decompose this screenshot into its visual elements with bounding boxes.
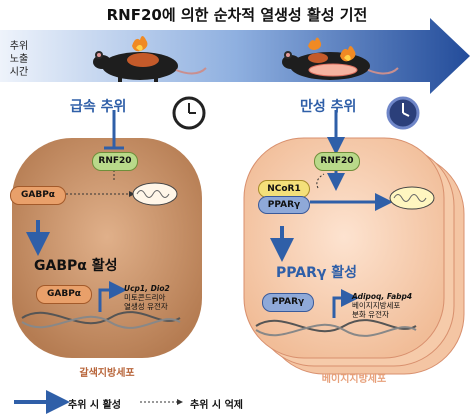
left-gene-text: Ucp1, Dio2 미토콘드리아 열생성 유전자 — [124, 284, 204, 311]
time-arrow — [0, 18, 470, 94]
time-axis-label: 추위 노출 시간 — [4, 40, 34, 79]
rnf20-node-left: RNF20 — [92, 152, 138, 171]
right-gene-names: Adipoq, Fabp4 — [352, 292, 413, 301]
brown-cell — [12, 138, 202, 358]
legend-activation: 추위 시 활성 — [68, 400, 121, 411]
time-axis-line3: 시간 — [9, 67, 29, 78]
brown-cell-label: 갈색지방세포 — [79, 368, 135, 379]
gabpa-node-top: GABPα — [10, 186, 66, 205]
time-axis-line1: 추위 — [9, 41, 29, 52]
ppar-node-bottom: PPARγ — [262, 293, 314, 312]
diagram-title: RNF20에 의한 순차적 열생성 활성 기전 — [106, 6, 368, 24]
mouse-icon-acute — [93, 36, 207, 82]
dna-icon-right — [255, 319, 417, 337]
dna-icon-left — [21, 311, 181, 329]
mouse-icon-chronic — [282, 37, 399, 80]
beige-cells — [243, 137, 465, 375]
acute-cold-label: 급속 추위 — [70, 99, 127, 115]
left-gene-desc-2: 열생성 유전자 — [124, 302, 168, 311]
right-gene-desc-1: 베이지지방세포 — [352, 301, 401, 310]
gabpa-node-bottom: GABPα — [36, 285, 92, 304]
rnf20-node-right: RNF20 — [314, 152, 360, 171]
mitochondrion-icon-right — [389, 186, 435, 210]
chronic-cold-label: 만성 추위 — [300, 99, 357, 115]
right-gene-desc-2: 분화 유전자 — [352, 310, 389, 319]
gabpa-activation-label: GABPα 활성 — [34, 258, 118, 274]
time-axis-line2: 노출 — [9, 54, 29, 65]
ppar-node-top: PPARγ — [258, 196, 310, 214]
right-gene-text: Adipoq, Fabp4 베이지지방세포 분화 유전자 — [352, 292, 444, 319]
beige-cell-label: 베이지지방세포 — [321, 374, 387, 385]
legend-suppression: 추위 시 억제 — [190, 400, 243, 411]
mitochondrion-icon-left — [132, 182, 178, 206]
clock-icon-acute — [172, 96, 206, 130]
left-gene-desc-1: 미토콘드리아 — [124, 293, 166, 302]
left-gene-names: Ucp1, Dio2 — [124, 284, 170, 293]
clock-icon-chronic — [386, 96, 420, 130]
ppar-activation-label: PPARγ 활성 — [276, 265, 358, 281]
